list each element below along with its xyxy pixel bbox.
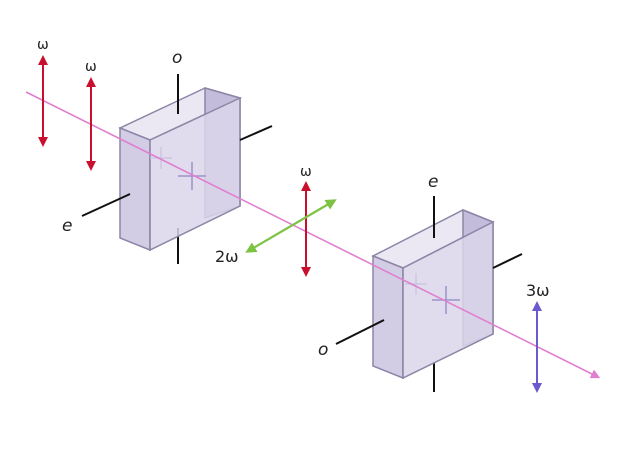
crystal1-o-label: o xyxy=(172,48,182,68)
two-omega-label: 2ω xyxy=(215,247,239,266)
crystal1-axis-left xyxy=(81,193,131,217)
crystal2-axis-right xyxy=(492,253,523,269)
two-omega-arrow xyxy=(245,199,337,253)
omega-label-3: ω xyxy=(300,164,312,180)
three-omega-label: 3ω xyxy=(526,281,550,300)
crystal2-axis-left xyxy=(335,319,385,345)
crystal2-o-label: o xyxy=(318,340,328,360)
crystal2-e-label: e xyxy=(428,172,438,192)
crystal-2 xyxy=(371,208,495,380)
crystal1-main-face xyxy=(149,96,241,252)
crystal2-front-face xyxy=(372,254,404,380)
omega-label-1: ω xyxy=(37,37,49,53)
crystal-1 xyxy=(118,87,243,252)
crystal1-e-label: e xyxy=(62,216,72,236)
omega-label-2: ω xyxy=(85,59,97,75)
crystal1-axis-right xyxy=(239,125,273,141)
laser-beam xyxy=(25,91,601,379)
